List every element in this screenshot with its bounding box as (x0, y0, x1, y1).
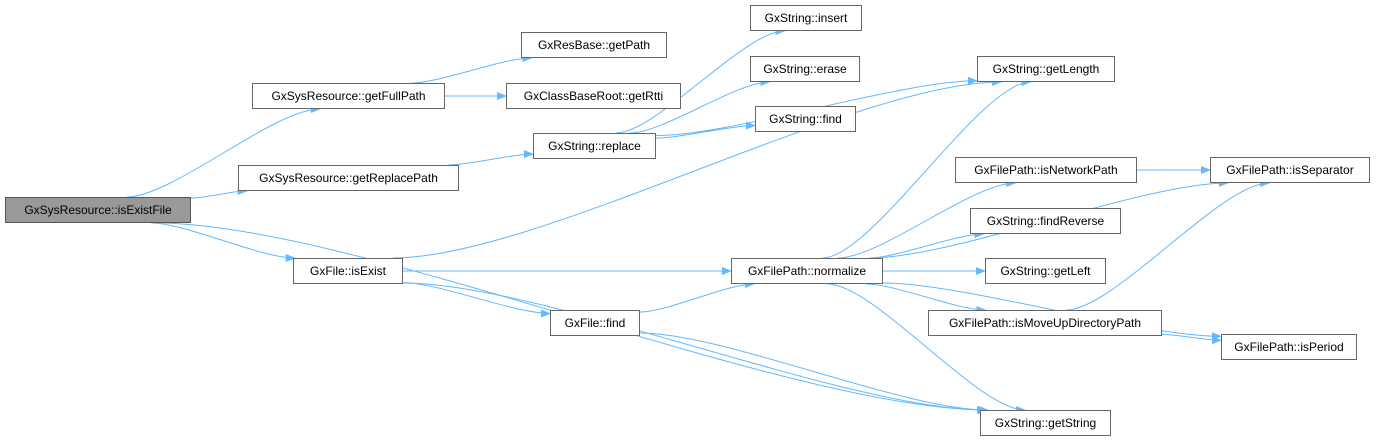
node-getLeft[interactable]: GxString::getLeft (985, 258, 1106, 284)
node-erase[interactable]: GxString::erase (750, 56, 860, 82)
edge-isExistFile-to-fileIsExist (151, 222, 296, 262)
edge-fileIsExist-to-fileFind (402, 282, 551, 318)
node-isMoveUp[interactable]: GxFilePath::isMoveUpDirectoryPath (928, 310, 1162, 336)
edge-getReplacePath-to-replace (448, 150, 534, 166)
node-isNetworkPath[interactable]: GxFilePath::isNetworkPath (955, 157, 1137, 183)
edge-isExistFile-to-getReplacePath (190, 187, 248, 199)
edge-fileIsExist-to-getString (402, 282, 987, 414)
node-resGetPath[interactable]: GxResBase::getPath (521, 32, 667, 58)
node-getRtti[interactable]: GxClassBaseRoot::getRtti (506, 83, 681, 109)
edge-normalize-to-getLength (822, 78, 1032, 259)
edge-replace-to-insert (615, 27, 786, 134)
node-replace[interactable]: GxString::replace (533, 133, 656, 159)
node-getReplacePath[interactable]: GxSysResource::getReplacePath (238, 165, 459, 191)
node-normalize[interactable]: GxFilePath::normalize (731, 258, 883, 284)
node-getString[interactable]: GxString::getString (980, 410, 1111, 436)
edge-replace-to-strFind (655, 121, 756, 139)
node-isPeriod[interactable]: GxFilePath::isPeriod (1221, 334, 1357, 360)
edge-isMoveUp-to-isPeriod (1161, 334, 1222, 345)
edge-normalize-to-isMoveUp (866, 283, 987, 314)
node-strFind[interactable]: GxString::find (755, 106, 856, 132)
node-isExistFile: GxSysResource::isExistFile (5, 197, 191, 223)
edge-isExistFile-to-getFullPath (126, 105, 321, 198)
edge-replace-to-erase (629, 78, 771, 134)
edge-normalize-to-getString (827, 283, 1027, 414)
edge-normalize-to-isPeriod (882, 282, 1222, 341)
node-fileFind[interactable]: GxFile::find (550, 310, 640, 336)
node-fileIsExist[interactable]: GxFile::isExist (293, 258, 403, 284)
edge-normalize-to-isNetworkPath (837, 179, 1017, 259)
edge-normalize-to-findReverse (868, 230, 985, 259)
edge-fileIsExist-to-getLength (392, 78, 1003, 259)
node-findReverse[interactable]: GxString::findReverse (970, 208, 1121, 234)
node-getLength[interactable]: GxString::getLength (977, 56, 1115, 82)
node-insert[interactable]: GxString::insert (750, 5, 862, 31)
edge-isMoveUp-to-isSeparator (1065, 179, 1271, 311)
edge-fileFind-to-getString (639, 332, 988, 414)
edge-fileFind-to-normalize (639, 280, 755, 313)
edge-getFullPath-to-resGetPath (411, 54, 533, 84)
node-getFullPath[interactable]: GxSysResource::getFullPath (252, 83, 445, 109)
node-isSeparator[interactable]: GxFilePath::isSeparator (1210, 157, 1370, 183)
